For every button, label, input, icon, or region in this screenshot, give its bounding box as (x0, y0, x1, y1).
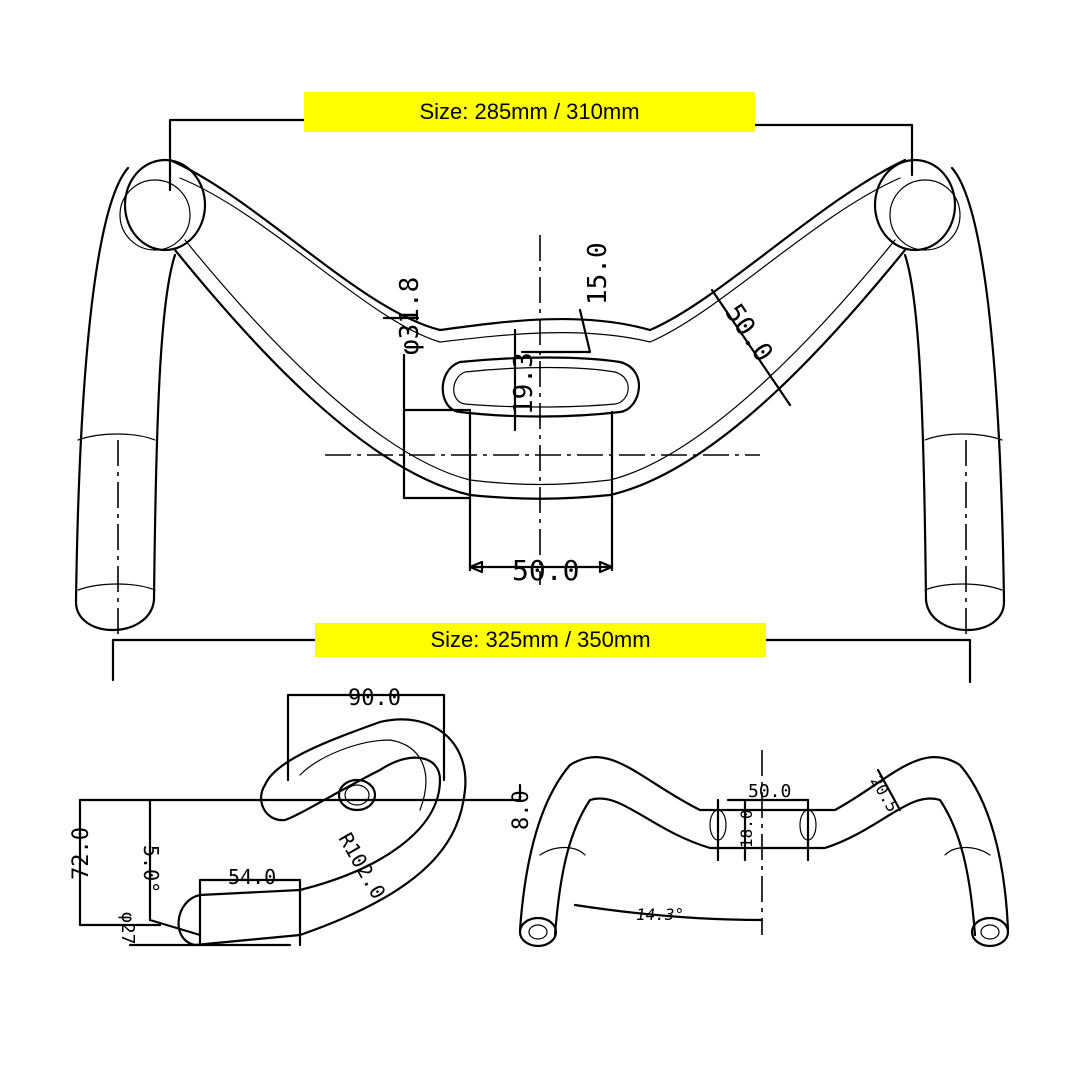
size-banner-bottom: Size: 325mm / 350mm (315, 623, 766, 657)
front-view (74, 118, 1006, 684)
side-view (78, 693, 522, 947)
size-banner-top: Size: 285mm / 310mm (304, 92, 755, 132)
stem-width-label: 50.0 (512, 554, 579, 587)
reach-label: 90.0 (348, 686, 401, 711)
angle-label: 5.0° (139, 845, 163, 893)
clamp-diameter-label: φ31.8 (395, 277, 425, 355)
wing-height-label: 20.5 (867, 773, 903, 816)
flare-angle-label: 14.3° (636, 905, 684, 924)
offset-label: 8.0 (509, 790, 534, 830)
radius-label: R102.0 (334, 829, 391, 904)
cutout-height-label: 19.3 (509, 352, 539, 415)
center-height-label: 18.0 (737, 809, 756, 848)
drop-label: 72.0 (69, 827, 94, 880)
drop-length-label: 54.0 (228, 865, 276, 889)
center-width-label: 50.0 (748, 781, 791, 802)
wing-width-label: 50.0 (719, 299, 779, 368)
top-height-label: 15.0 (583, 242, 613, 305)
top-view (518, 750, 1010, 948)
end-diameter-label: φ27 (117, 912, 138, 945)
